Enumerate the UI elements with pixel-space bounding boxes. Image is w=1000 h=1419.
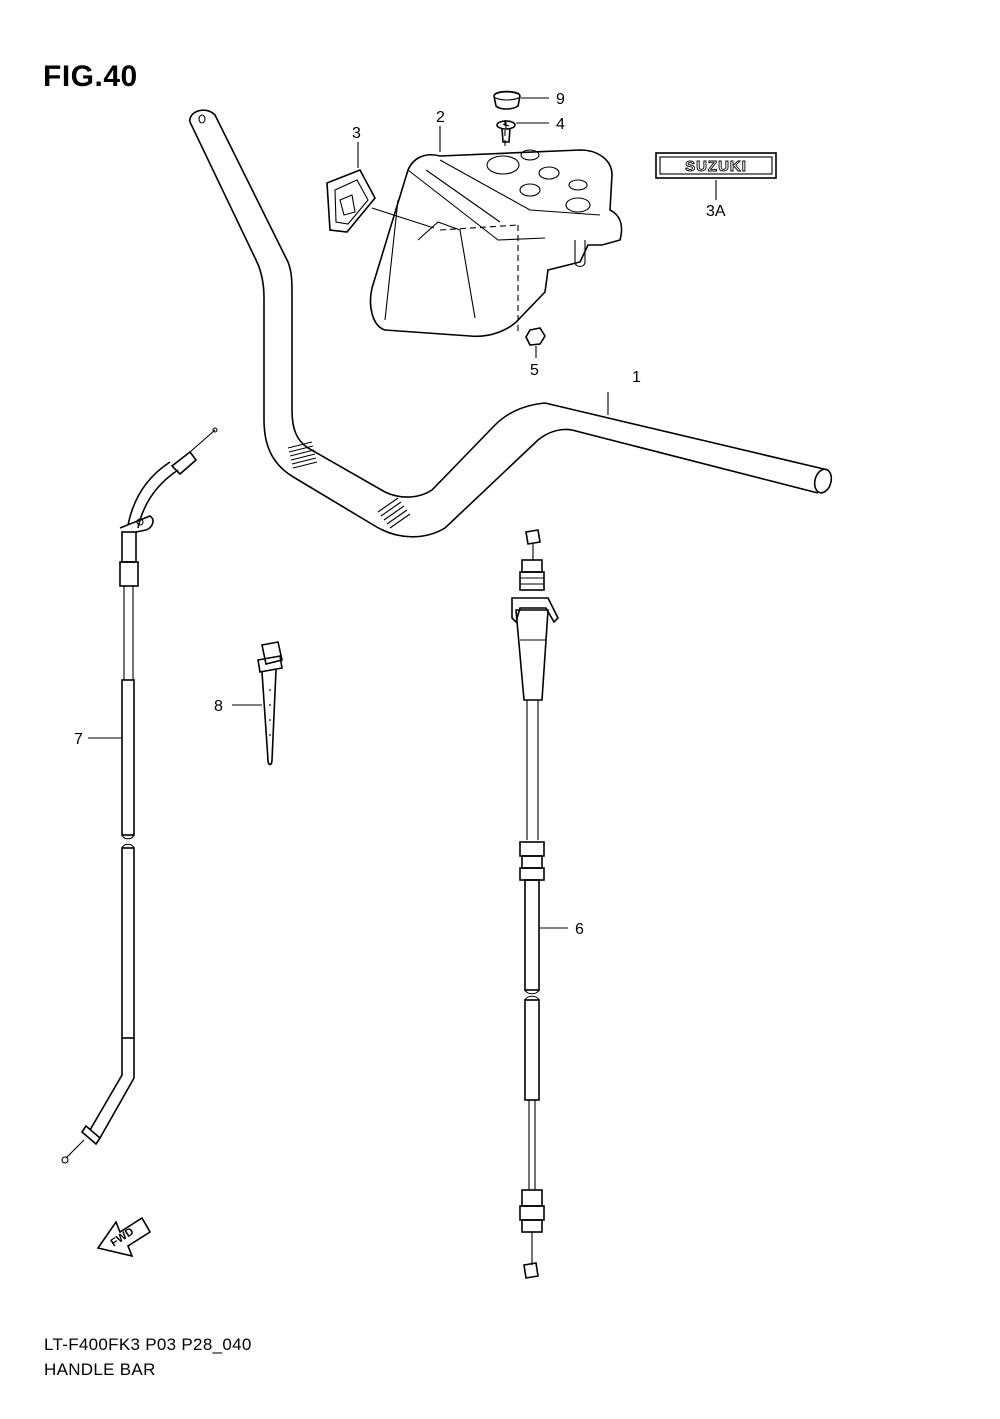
brake-cable-part [61,427,218,1164]
section-name: HANDLE BAR [44,1360,156,1379]
callout-9: 9 [556,91,565,108]
callout-4: 4 [556,116,565,133]
suzuki-emblem-part [655,152,777,200]
callout-8: 8 [214,698,223,715]
screw-part [496,120,549,143]
callout-5: 5 [530,362,539,379]
callout-6: 6 [575,921,584,938]
knurl-band-right [377,497,411,529]
figure-title: FIG.40 [43,60,138,93]
suzuki-emblem-text: SUZUKI [685,158,747,175]
emblem-badge-part [326,142,435,233]
callout-2: 2 [436,109,445,126]
fwd-label: FWD [109,1226,137,1250]
callout-7: 7 [74,731,83,748]
callout-1: 1 [632,369,641,386]
throttle-cable-part [511,529,568,1279]
forward-direction-arrow [96,1216,152,1258]
handlebar-cover-part [369,120,623,338]
model-code: LT-F400FK3 P03 P28_040 [44,1335,252,1354]
clamp-part [232,641,283,766]
handlebar-part [189,109,833,538]
nut-part [525,327,546,358]
knurl-band-left [287,441,318,469]
cap-part [493,90,549,110]
callout-3: 3 [352,125,361,142]
callout-3a: 3A [706,203,726,220]
